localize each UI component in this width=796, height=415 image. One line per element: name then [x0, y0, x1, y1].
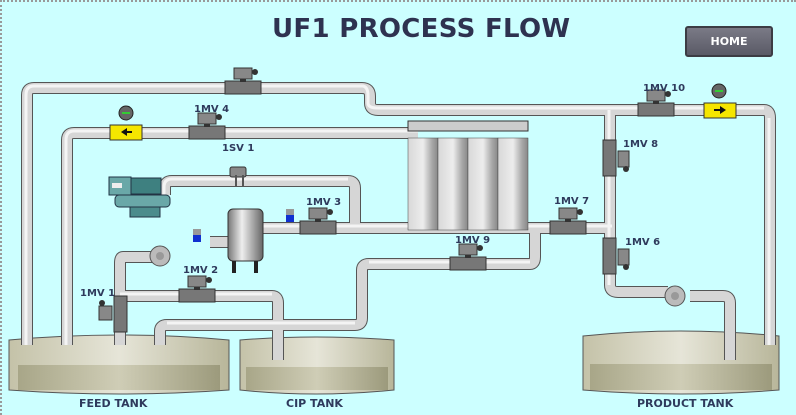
- valve-1mv3[interactable]: [299, 207, 337, 235]
- home-button[interactable]: HOME: [685, 26, 773, 57]
- pressure-sensor-2[interactable]: [286, 209, 294, 222]
- page-title: UF1 PROCESS FLOW: [272, 14, 571, 44]
- valve-label-1sv1: 1SV 1: [222, 143, 255, 154]
- valve-label-1mv3: 1MV 3: [306, 197, 342, 208]
- valve-1mv7[interactable]: [549, 207, 587, 235]
- valve-label-1mv6: 1MV 6: [625, 237, 661, 248]
- valve-1mv4[interactable]: [188, 112, 226, 140]
- chiller-unit[interactable]: [108, 176, 171, 218]
- valve-label-1mv7: 1MV 7: [554, 196, 590, 207]
- feed-tank[interactable]: [8, 334, 230, 395]
- flowmeter-left[interactable]: [109, 105, 143, 141]
- product-tank-label: PRODUCT TANK: [637, 397, 734, 410]
- valve-1mv6[interactable]: [602, 237, 630, 275]
- valve-label-1mv9: 1MV 9: [455, 235, 491, 246]
- valve-1mv8[interactable]: [602, 139, 630, 177]
- feed-tank-label: FEED TANK: [79, 397, 148, 410]
- cip-tank-label: CIP TANK: [286, 397, 343, 410]
- valve-label-1mv1: 1MV 1: [80, 288, 116, 299]
- valve-1mv1[interactable]: [98, 295, 128, 333]
- pressure-vessel[interactable]: [227, 208, 264, 273]
- valve-label-1mv10: 1MV 10: [643, 83, 686, 94]
- uf-filter-modules[interactable]: [407, 120, 529, 231]
- valve-1sv1[interactable]: [229, 166, 247, 187]
- valve-label-1mv2: 1MV 2: [183, 265, 219, 276]
- product-pump[interactable]: [664, 285, 686, 307]
- flowmeter-right[interactable]: [703, 83, 737, 119]
- valve-unnamed-top[interactable]: [224, 67, 262, 95]
- valve-1mv2[interactable]: [178, 275, 216, 303]
- valve-1mv10[interactable]: [637, 89, 675, 117]
- valve-label-1mv4: 1MV 4: [194, 104, 230, 115]
- pressure-sensor-1[interactable]: [193, 229, 201, 242]
- valve-label-1mv8: 1MV 8: [623, 139, 659, 150]
- valve-1mv9[interactable]: [449, 243, 487, 271]
- feed-pump[interactable]: [149, 245, 171, 267]
